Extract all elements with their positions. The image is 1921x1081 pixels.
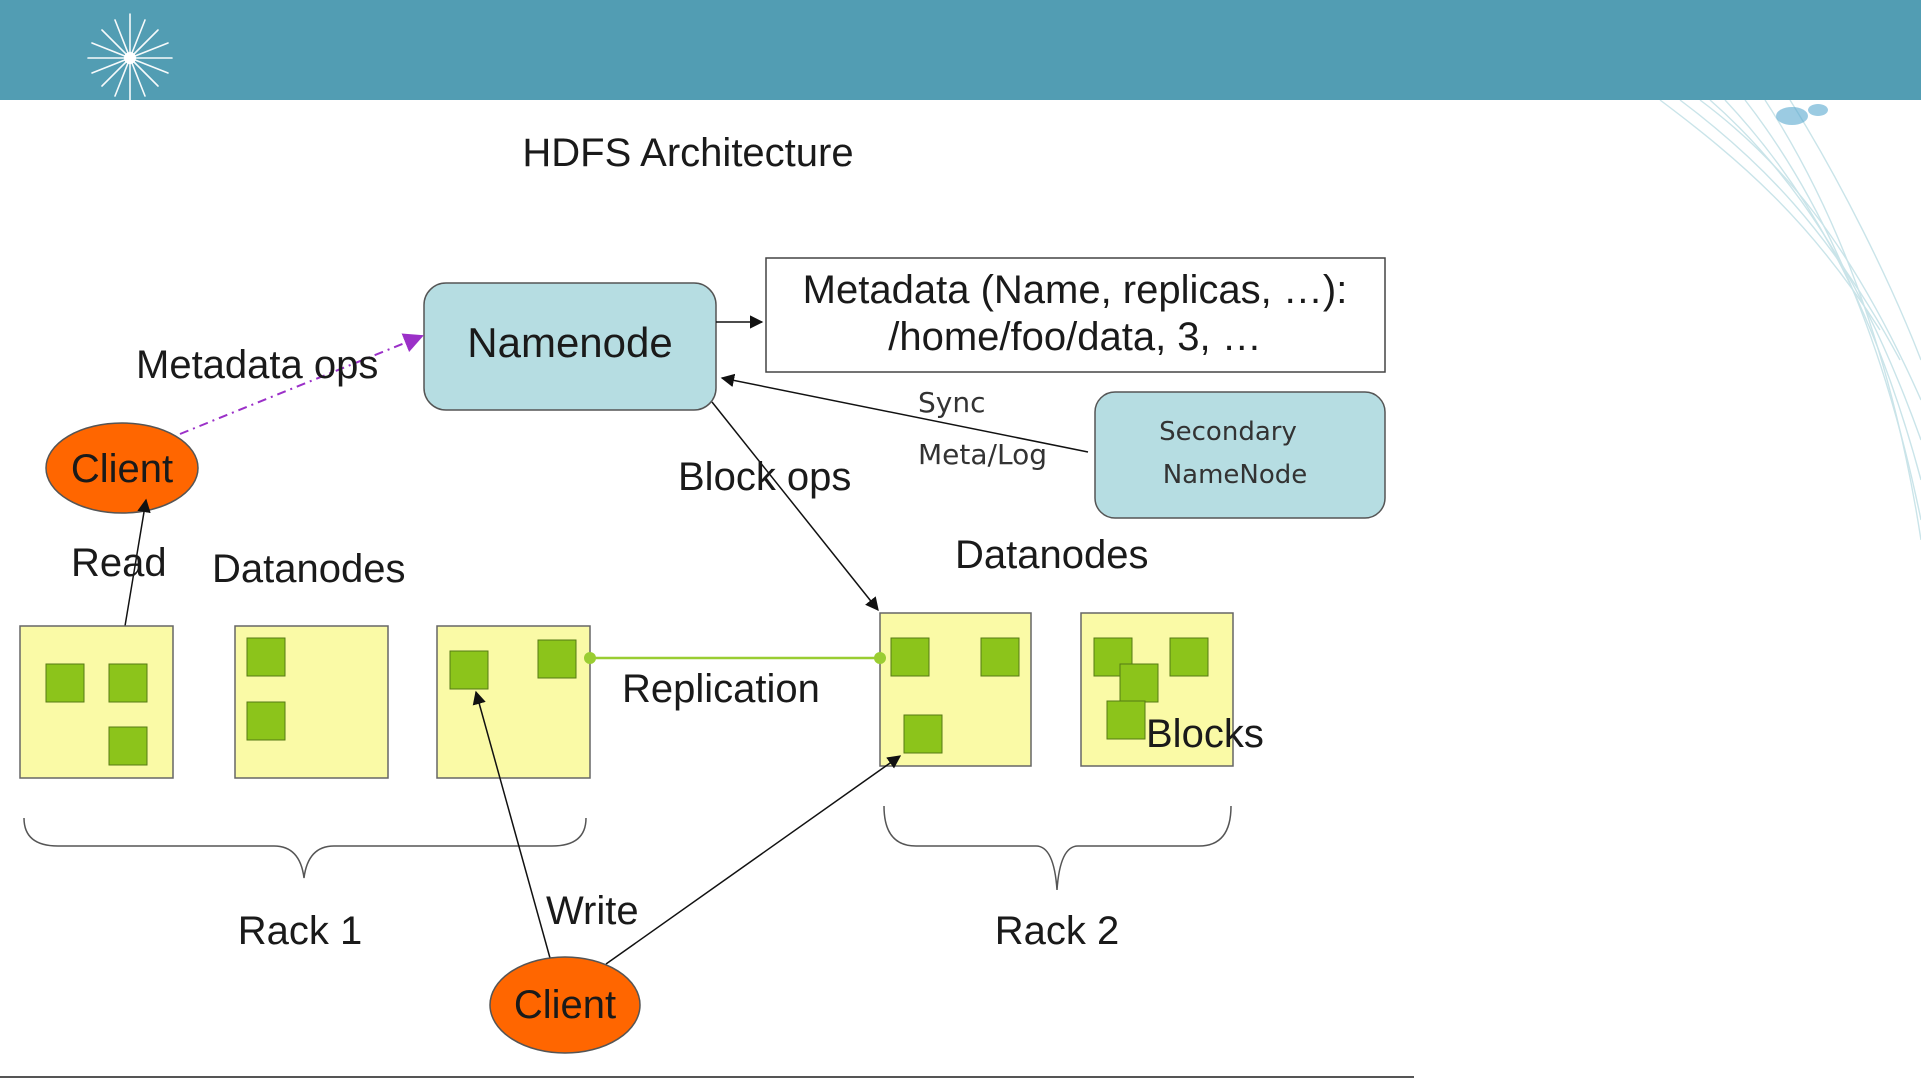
- metadata-line-2: /home/foo/data, 3, …: [888, 315, 1262, 359]
- namenode-label: Namenode: [467, 319, 672, 366]
- client-top-label: Client: [71, 447, 173, 491]
- blocks-label: Blocks: [1146, 712, 1264, 756]
- client-top-node: Client: [45, 422, 199, 514]
- data-block: [890, 637, 930, 677]
- metalog-label: Meta/Log: [918, 438, 1047, 471]
- data-block: [1119, 663, 1159, 703]
- data-block: [980, 637, 1020, 677]
- datanode-rack1-3: [436, 625, 591, 779]
- block-ops-arrow: [711, 401, 879, 612]
- data-block: [108, 726, 148, 766]
- data-block: [45, 663, 85, 703]
- read-arrow: [122, 498, 151, 639]
- secondary-label-1: Secondary: [1159, 417, 1297, 447]
- metadata-ops-arrow: [179, 333, 424, 435]
- secondary-label-2: NameNode: [1163, 460, 1308, 490]
- sync-arrow: [720, 373, 1089, 453]
- datanodes-left-label: Datanodes: [212, 547, 405, 591]
- read-label: Read: [71, 541, 167, 585]
- slide-border: [0, 1076, 1414, 1078]
- datanode-rack2-2: [1080, 612, 1234, 767]
- datanodes-right-label: Datanodes: [955, 533, 1148, 577]
- data-block: [246, 637, 286, 677]
- starburst-icon: [87, 13, 173, 101]
- client-bottom-node: Client: [489, 956, 641, 1054]
- write-arrow-rack1: [472, 690, 551, 959]
- datanode-rack1-2: [234, 625, 389, 779]
- datanode-rack2-1: [879, 612, 1032, 767]
- data-block: [246, 701, 286, 741]
- rack1-brace: [23, 817, 587, 879]
- rack1-label: Rack 1: [238, 909, 363, 953]
- write-label: Write: [546, 889, 639, 933]
- rack2-brace: [883, 805, 1232, 891]
- secondary-namenode-node: Secondary NameNode: [1094, 391, 1386, 519]
- data-block: [903, 714, 943, 754]
- write-arrow-rack2: [605, 755, 902, 965]
- metadata-box: Metadata (Name, replicas, …): /home/foo/…: [765, 257, 1386, 373]
- feather-decoration: [1659, 100, 1921, 540]
- metadata-ops-label: Metadata ops: [136, 343, 378, 387]
- diagram-title: HDFS Architecture: [522, 131, 853, 175]
- header-bar: [0, 0, 1921, 101]
- namenode-node: Namenode: [423, 282, 717, 411]
- rack2-label: Rack 2: [995, 909, 1120, 953]
- client-bottom-label: Client: [514, 983, 616, 1027]
- datanode-rack1-1: [19, 625, 174, 779]
- data-block: [537, 639, 577, 679]
- data-block: [108, 663, 148, 703]
- metadata-line-1: Metadata (Name, replicas, …):: [803, 268, 1348, 312]
- data-block: [1169, 637, 1209, 677]
- sync-label: Sync: [918, 386, 985, 419]
- data-block: [1106, 700, 1146, 740]
- data-block: [449, 650, 489, 690]
- block-ops-label: Block ops: [678, 455, 851, 499]
- replication-label: Replication: [622, 667, 820, 711]
